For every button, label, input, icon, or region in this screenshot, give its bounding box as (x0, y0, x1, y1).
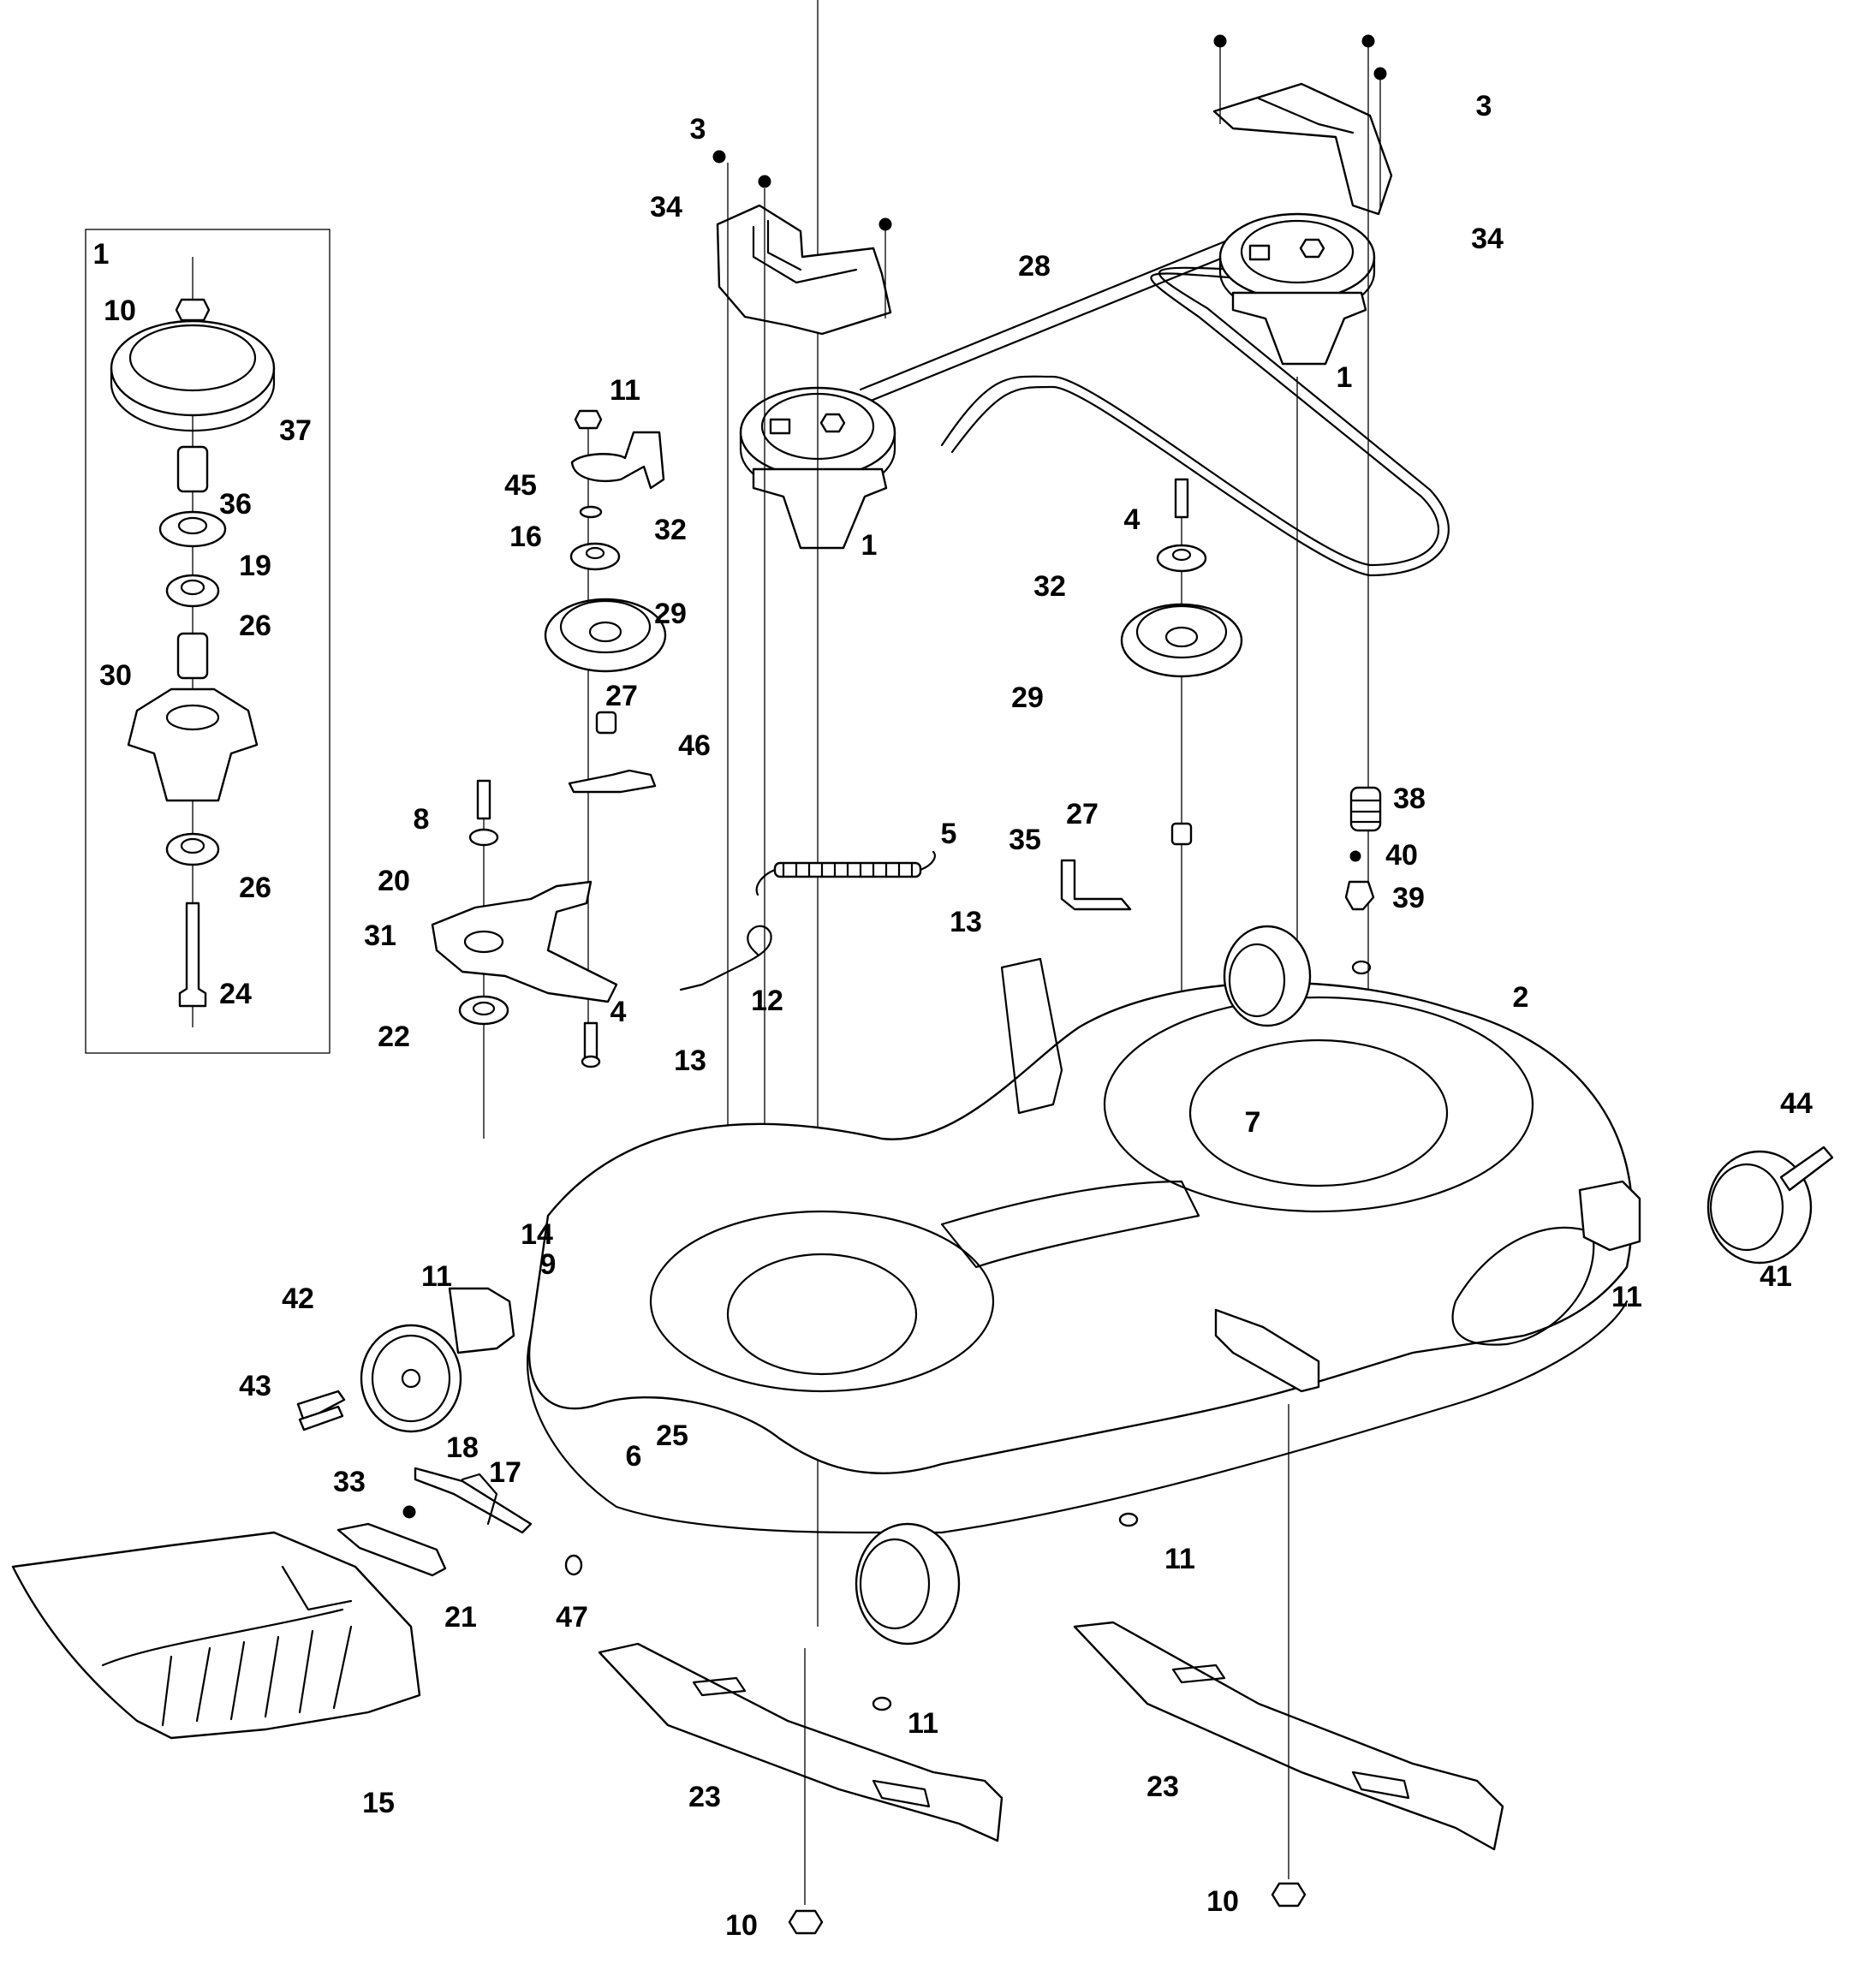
callout-inset-26a: 26 (239, 610, 271, 642)
deck-wheel-rear (1223, 925, 1312, 1027)
belt-28 (859, 223, 1450, 577)
callout-c4-left: 4 (610, 996, 627, 1028)
callout-c8: 8 (414, 803, 430, 836)
callout-c1-center: 1 (861, 529, 878, 562)
callout-c20: 20 (378, 865, 410, 897)
callout-inset-26b: 26 (239, 872, 271, 904)
inset-pulley-37 (110, 319, 276, 417)
inset-bearing-26a (165, 574, 220, 608)
callout-c42: 42 (282, 1283, 314, 1315)
inset-nut-10 (175, 298, 211, 322)
callout-c3-left: 3 (690, 113, 706, 146)
inset-shaft-24 (178, 902, 207, 1008)
callout-c27-left: 27 (605, 680, 638, 712)
callout-c1-right: 1 (1337, 361, 1353, 394)
callout-inset-36: 36 (219, 488, 252, 521)
callout-c12: 12 (751, 985, 783, 1017)
callout-c10-right: 10 (1206, 1885, 1239, 1918)
callout-c21: 21 (444, 1601, 477, 1634)
callout-c32-right: 32 (1033, 570, 1066, 603)
spring-5 (755, 850, 936, 896)
callout-inset-19: 19 (239, 550, 271, 582)
callout-c45: 45 (504, 469, 537, 502)
inset-spindle-housing (127, 687, 259, 802)
chute-hardware (298, 1405, 583, 1577)
callout-c17: 17 (489, 1456, 521, 1489)
callout-c13-left: 13 (674, 1045, 706, 1077)
callout-c23-left: 23 (688, 1781, 721, 1813)
callout-c18: 18 (446, 1431, 479, 1464)
inset-spacer-36 (176, 445, 209, 493)
deck-bracket (1214, 1308, 1320, 1393)
callout-c41: 41 (1760, 1260, 1792, 1293)
callout-c22: 22 (378, 1021, 410, 1053)
callout-c2: 2 (1513, 981, 1529, 1014)
inset-bearing-26b (165, 832, 220, 866)
inset-spindle-parts (110, 257, 276, 1027)
callout-c33: 33 (333, 1466, 366, 1498)
deck-wheel-42 (296, 1287, 515, 1433)
callout-c11-top: 11 (610, 374, 640, 407)
callout-inset-37: 37 (279, 414, 312, 447)
callout-c40: 40 (1385, 839, 1418, 872)
deck-wheel-41 (1578, 1146, 1834, 1265)
discharge-chute-15 (11, 1531, 421, 1740)
callout-c39: 39 (1392, 882, 1425, 914)
grease-fitting-stack (1344, 786, 1382, 975)
callout-c13-right: 13 (950, 906, 982, 938)
callout-inset-30: 30 (99, 659, 132, 692)
callout-c10-left: 10 (725, 1909, 758, 1942)
callout-c46: 46 (678, 729, 711, 762)
callout-c11-bottom: 11 (908, 1707, 938, 1740)
bottom-nuts (788, 1404, 1307, 1935)
callout-c25: 25 (656, 1419, 688, 1452)
callout-c16: 16 (509, 521, 542, 553)
callout-c31: 31 (364, 920, 396, 952)
callout-c43: 43 (239, 1370, 271, 1402)
belt-cover-right-34 (1212, 34, 1393, 1147)
callout-c11-left: 11 (421, 1260, 452, 1293)
callout-c38: 38 (1393, 783, 1426, 815)
idler-bracket-31 (431, 779, 618, 1139)
callout-c27-right: 27 (1066, 798, 1099, 830)
rod-12 (679, 925, 772, 991)
callout-c23-right: 23 (1146, 1771, 1179, 1803)
deck-wheel-front (855, 1522, 961, 1646)
inset-bearing-19 (158, 510, 227, 548)
blade-23-left (598, 1642, 1004, 1842)
callout-c4-center: 4 (1124, 503, 1140, 536)
spindle-inset-box (85, 229, 331, 1054)
callout-inset-10: 10 (104, 295, 136, 327)
callout-c5: 5 (941, 818, 957, 850)
callout-c7: 7 (1245, 1106, 1261, 1139)
callout-inset-24: 24 (219, 978, 252, 1010)
callout-c47: 47 (556, 1601, 588, 1634)
callout-c44: 44 (1780, 1087, 1813, 1120)
mower-deck-2 (526, 957, 1634, 1534)
bracket-35 (1060, 859, 1132, 911)
callout-c6: 6 (626, 1440, 642, 1473)
callout-c29-right: 29 (1011, 681, 1044, 714)
callout-c15: 15 (362, 1787, 395, 1819)
callout-c32-left: 32 (654, 514, 687, 546)
callout-c28: 28 (1018, 250, 1051, 283)
callout-c29-left: 29 (654, 598, 687, 630)
callout-c14: 14 (521, 1218, 553, 1251)
inset-spacer-30 (176, 632, 209, 680)
idler-left-stack (544, 409, 667, 1053)
spindle-assembly-right (1218, 212, 1376, 1113)
callout-c35: 35 (1009, 824, 1041, 856)
callout-c34-left: 34 (650, 191, 682, 223)
callout-c3-right: 3 (1476, 90, 1492, 122)
callout-c11-bottom-center: 11 (1164, 1543, 1195, 1575)
callout-c11-right: 11 (1611, 1281, 1642, 1313)
callout-c34-right: 34 (1471, 223, 1504, 255)
callout-inset-1: 1 (93, 238, 110, 271)
callout-c9: 9 (540, 1248, 557, 1281)
